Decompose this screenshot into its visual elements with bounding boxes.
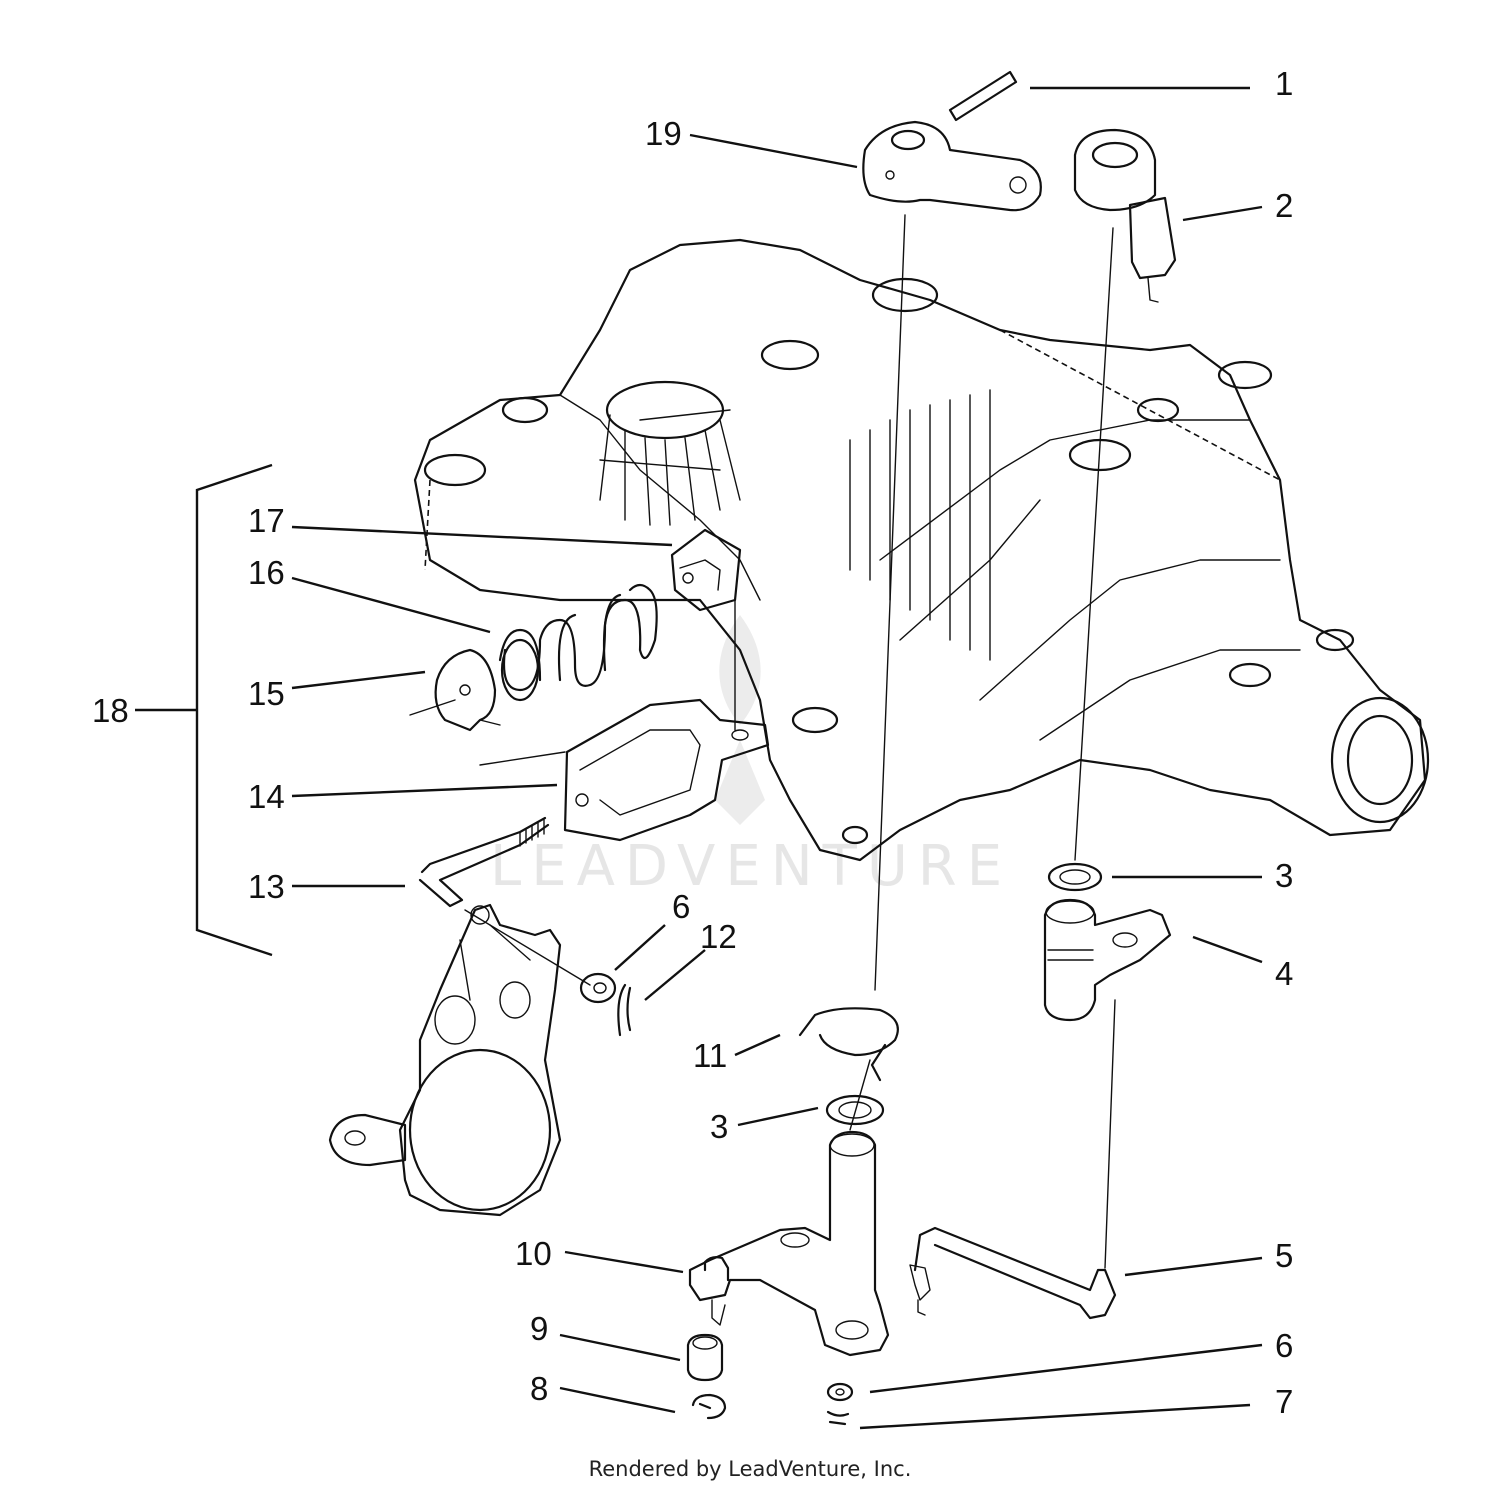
- part-19-control-arm: [862, 120, 1042, 212]
- callout-11: 11: [693, 1037, 727, 1074]
- callout-7: 7: [1275, 1383, 1293, 1420]
- part-3-washer-lower: [825, 1094, 885, 1126]
- part-1-roll-pin: [948, 70, 1018, 122]
- part-15-retainer: [409, 648, 501, 732]
- part-7-cotter-pin: [826, 1410, 850, 1426]
- callout-8: 8: [530, 1370, 548, 1407]
- callout-18: 18: [92, 692, 129, 729]
- callout-3-lower: 3: [710, 1108, 728, 1145]
- part-6-washer-lower: [826, 1382, 854, 1402]
- callout-6-lower: 6: [1275, 1327, 1293, 1364]
- callout-13: 13: [248, 868, 285, 905]
- callout-15: 15: [248, 675, 285, 712]
- part-14-bracket: [479, 698, 770, 842]
- leader-lines: [135, 86, 1263, 1430]
- callout-9: 9: [530, 1310, 548, 1347]
- callout-17: 17: [248, 502, 285, 539]
- part-12-cotter-pin: [617, 983, 632, 1037]
- part-4-shaft-arm: [1043, 898, 1172, 1022]
- watermark-logo: [715, 615, 765, 825]
- part-2-collar: [1073, 128, 1177, 303]
- assembly-centerlines: [464, 214, 1116, 1269]
- part-13-threaded-rod: [418, 816, 550, 908]
- callout-labels: 1 2 3 4 5 6 7 19 17 16 15 14 13 18 6 12 …: [92, 65, 1293, 1420]
- part-5-control-rod: [909, 1226, 1117, 1320]
- part-3-washer-upper: [1047, 862, 1103, 892]
- callout-3-upper: 3: [1275, 857, 1293, 894]
- part-11-spring-clip: [798, 1007, 899, 1082]
- callout-1: 1: [1275, 65, 1293, 102]
- control-plate: [328, 903, 562, 1217]
- part-6-washer-upper: [579, 972, 617, 1004]
- part-10-bellcrank-shaft: [688, 1130, 890, 1357]
- part-9-bushing: [686, 1333, 724, 1382]
- callout-12: 12: [700, 918, 737, 955]
- part-8-e-clip: [691, 1393, 727, 1420]
- callout-10: 10: [515, 1235, 552, 1272]
- footer-credit: Rendered by LeadVenture, Inc.: [588, 1457, 912, 1481]
- watermark-text: LEADVENTURE: [490, 834, 1012, 899]
- part-17-spring-block: [670, 528, 742, 612]
- callout-16: 16: [248, 554, 285, 591]
- callout-19: 19: [645, 115, 682, 152]
- callout-2: 2: [1275, 187, 1293, 224]
- callout-14: 14: [248, 778, 285, 815]
- callout-4: 4: [1275, 955, 1293, 992]
- part-16-spring: [498, 583, 658, 702]
- callout-5: 5: [1275, 1237, 1293, 1274]
- callout-6-upper: 6: [672, 888, 690, 925]
- transaxle-housing: [413, 238, 1430, 862]
